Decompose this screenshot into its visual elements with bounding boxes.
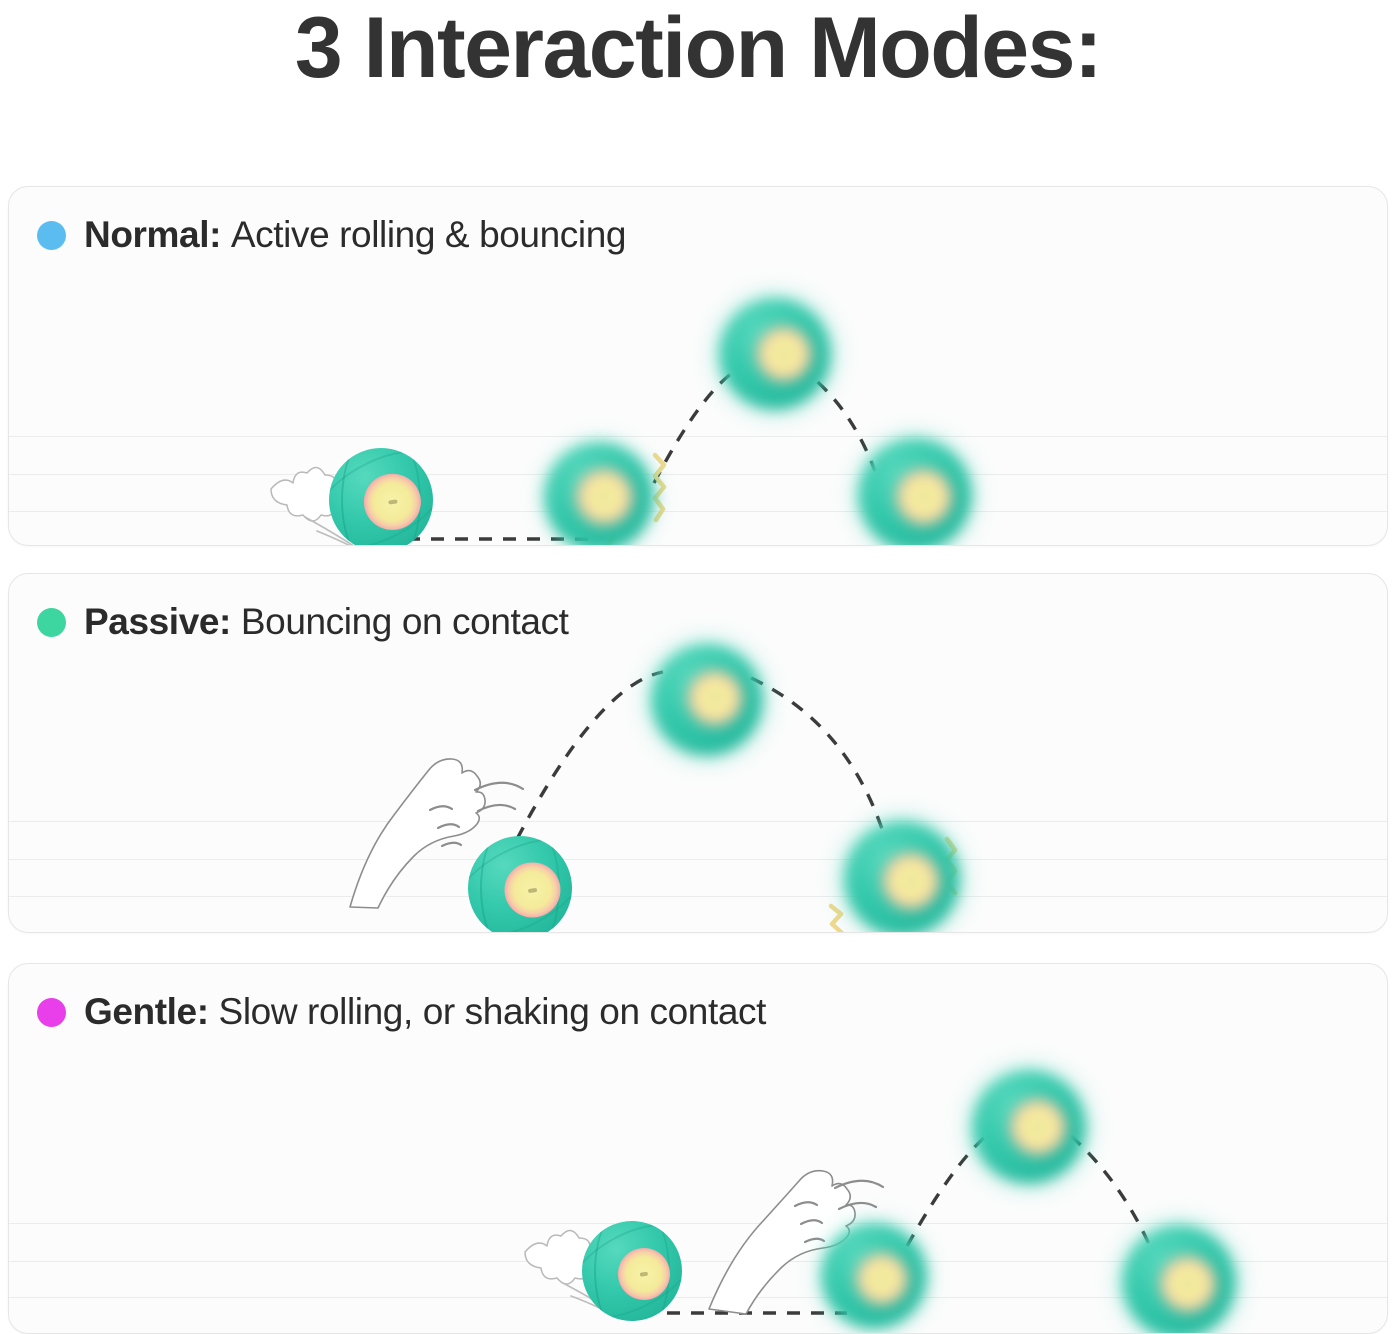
mode-name-label: Normal:	[84, 214, 231, 255]
mode-description-label: Slow rolling, or shaking on contact	[218, 991, 767, 1032]
mode-card-passive: Passive: Bouncing on contact	[8, 573, 1388, 933]
ball-glow	[534, 432, 664, 545]
mode-card-normal: Normal: Active rolling & bouncing	[8, 186, 1388, 546]
mode-header-normal: Normal: Active rolling & bouncing	[37, 213, 626, 257]
ball-glow	[958, 1056, 1100, 1198]
ball-glow	[829, 806, 975, 932]
rolling-ball	[582, 1221, 682, 1321]
mode-card-gentle: Gentle: Slow rolling, or shaking on cont…	[8, 963, 1388, 1334]
landing-ball	[845, 822, 959, 932]
landing-ball	[1123, 1226, 1235, 1333]
mode-header-gentle: Gentle: Slow rolling, or shaking on cont…	[37, 990, 766, 1034]
ball-glow	[705, 284, 845, 424]
mode-dot-icon	[37, 607, 66, 637]
mode-name-label: Passive:	[84, 601, 241, 642]
rolling-ball	[329, 448, 433, 545]
ball-glow	[845, 425, 985, 545]
mode-name-label: Gentle:	[84, 991, 219, 1032]
apex-ball	[652, 645, 762, 755]
apex-ball	[973, 1071, 1085, 1183]
contact-ball	[822, 1224, 926, 1328]
mode-header-passive: Passive: Bouncing on contact	[37, 600, 569, 644]
mode-description-label: Bouncing on contact	[240, 601, 569, 642]
ball-glow	[810, 1212, 938, 1333]
apex-ball	[720, 299, 830, 409]
mode-dot-icon	[37, 220, 66, 250]
mode-dot-icon	[37, 997, 66, 1027]
mode-description-label: Active rolling & bouncing	[230, 214, 627, 255]
page-title: 3 Interaction Modes:	[294, 0, 1103, 96]
contact-ball	[468, 836, 572, 932]
ball-glow	[637, 630, 777, 770]
landing-ball	[859, 439, 971, 545]
ball-glow	[1108, 1211, 1250, 1333]
bouncing-ball	[545, 443, 653, 545]
